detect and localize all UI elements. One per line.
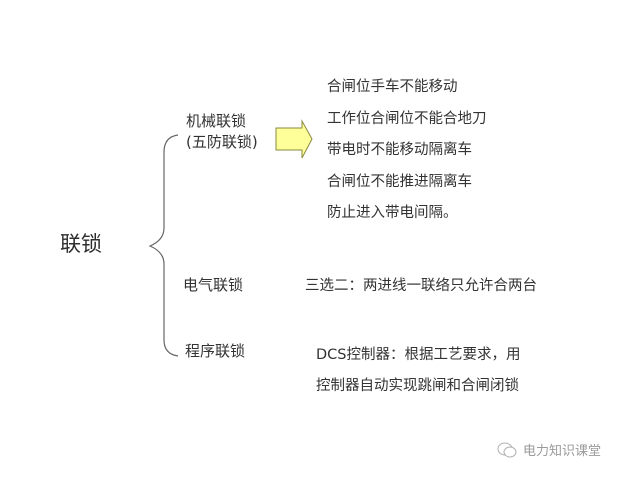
root-label: 联锁 <box>60 232 102 256</box>
arrow-icon <box>275 119 313 159</box>
watermark: 电力知识课堂 <box>496 440 601 459</box>
branch-program-interlock: 程序联锁 <box>185 342 246 360</box>
description-line: DCS控制器：根据工艺要求，用 <box>316 347 521 363</box>
list-item: 防止进入带电间隔。 <box>327 205 458 221</box>
description-line: 控制器自动实现跳闸和合闸闭锁 <box>316 378 519 394</box>
list-item: 带电时不能移动隔离车 <box>327 142 472 158</box>
watermark-text: 电力知识课堂 <box>523 444 602 459</box>
branch-sublabel: (五防联锁) <box>186 133 258 151</box>
electrical-interlock-description: 三选二：两进线一联络只允许合两台 <box>305 278 537 294</box>
program-interlock-description: DCS控制器：根据工艺要求，用 控制器自动实现跳闸和合闸闭锁 <box>316 340 521 402</box>
list-item: 合闸位不能推进隔离车 <box>327 173 472 190</box>
branch-mechanical-interlock: 机械联锁 (五防联锁) <box>186 111 258 153</box>
branch-electrical-interlock: 电气联锁 <box>183 276 244 294</box>
list-item: 工作位合闸位不能合地刀 <box>327 110 487 127</box>
mechanical-interlock-items: 合闸位手车不能移动 工作位合闸位不能合地刀 带电时不能移动隔离车 合闸位不能推进… <box>327 72 487 230</box>
list-item: 合闸位手车不能移动 <box>327 79 458 95</box>
wechat-icon <box>497 442 517 457</box>
branch-label: 机械联锁 <box>186 112 247 130</box>
